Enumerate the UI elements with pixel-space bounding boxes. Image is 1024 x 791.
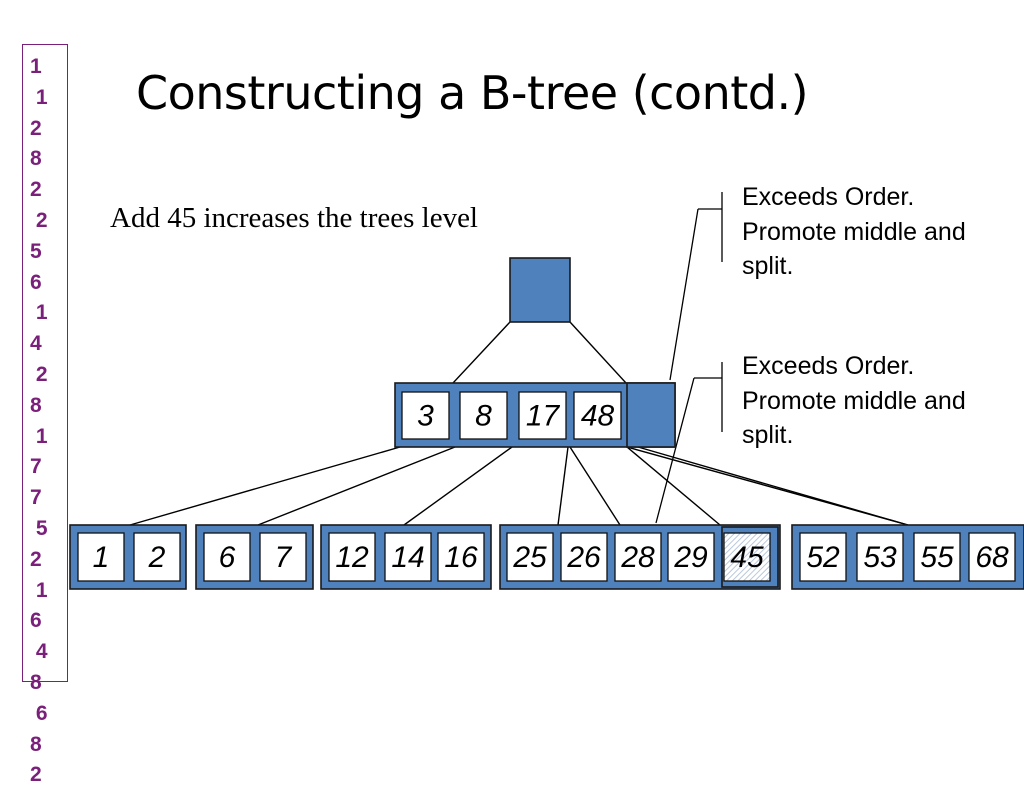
key-label: 6 [219,541,236,574]
sidebar-digit: 2 [30,208,48,232]
annotation-lower: Exceeds Order. Promote middle and split. [742,349,1012,453]
key-cell [518,391,567,440]
callout-brackets [655,192,723,524]
key-cell [913,532,961,582]
annotation-lower-line: Promote middle and [742,386,966,415]
key-cell [968,532,1016,582]
sidebar-digit: 1 [30,55,42,78]
key-label: 17 [526,400,561,433]
tree-edge [569,446,621,526]
sidebar-digit: 7 [30,486,42,510]
key-cell [328,532,376,582]
key-label: 48 [581,400,615,433]
key-cell [506,532,554,582]
key-label: 16 [444,541,478,574]
edge-root-right [569,321,627,384]
internal-overflow-slot [626,382,676,448]
tree-edge [637,446,909,526]
tree-edge [129,446,401,526]
root-node [509,257,571,323]
annotation-lower-line: Exceeds Order. [742,352,915,380]
key-label: 29 [673,541,708,574]
callout-lower-pointer [655,377,695,524]
key-cell [401,391,450,440]
callout-upper-pointer [669,208,699,381]
sidebar-digit: 2 [30,178,42,202]
key-label: 8 [475,400,492,433]
tree-edge [557,446,569,526]
sidebar-digit: 8 [30,393,42,417]
key-cell [133,532,181,582]
key-cell [573,391,622,440]
tree-edge [403,446,513,526]
sidebar-digit: 8 [30,147,42,171]
key-cell [667,532,715,582]
sidebar-digit: 4 [30,640,48,664]
key-label: 55 [920,541,954,574]
key-label: 25 [512,541,547,574]
tree-edges [129,321,909,526]
sidebar-digit: 2 [30,362,48,386]
key-label: 2 [148,541,166,574]
key-cell [437,532,485,582]
key-label: 52 [806,541,840,574]
key-cell [384,532,432,582]
edge-root-left [452,321,511,384]
sidebar-digit: 1 [30,85,48,109]
tree-edge [257,446,456,526]
sidebar-digit: 8 [30,732,42,756]
key-label: 7 [275,541,293,574]
sidebar-digit: 5 [30,516,48,540]
key-label: 26 [566,541,601,574]
tree-edge [626,446,721,526]
key-cell [856,532,904,582]
key-label: 68 [975,541,1009,574]
key-label: 1 [93,541,110,574]
sidebar-digit: 5 [30,239,42,263]
sidebar-digit: 1 [30,578,48,602]
slide-title: Constructing a B-tree (contd.) [136,66,809,120]
annotation-upper: Exceeds Order. Promote middle and split. [742,180,1012,284]
sidebar-digit: 6 [30,609,42,633]
sidebar-frame [22,44,68,682]
sidebar-digit: 1 [30,424,48,448]
key-cell [77,532,125,582]
annotation-upper-line: Promote middle and [742,217,966,246]
slide-caption: Add 45 increases the trees level [110,202,478,234]
sidebar-digit: 2 [30,116,42,140]
key-label: 12 [335,541,369,574]
key-label: 28 [620,541,655,574]
sidebar-digit: 1 [30,301,48,325]
key-label: 53 [863,541,897,574]
key-label: 14 [391,541,424,574]
key-cell [259,532,307,582]
annotation-upper-line: Exceeds Order. [742,183,915,211]
key-cell [799,532,847,582]
key-cell [614,532,662,582]
annotation-upper-line: split. [742,252,794,280]
sidebar-digit: 6 [30,701,48,725]
sidebar-digit: 7 [30,455,42,479]
sidebar-digit: 4 [30,332,42,356]
key-cell [723,532,771,582]
annotation-lower-line: split. [742,421,794,449]
sidebar-digit: 8 [30,670,42,694]
key-cell [203,532,251,582]
sidebar-digit: 6 [30,270,42,294]
key-label: 45 [730,541,764,574]
sidebar-digit: 2 [30,547,42,571]
key-cell [459,391,508,440]
key-cell [560,532,608,582]
key-label: 3 [417,400,434,433]
